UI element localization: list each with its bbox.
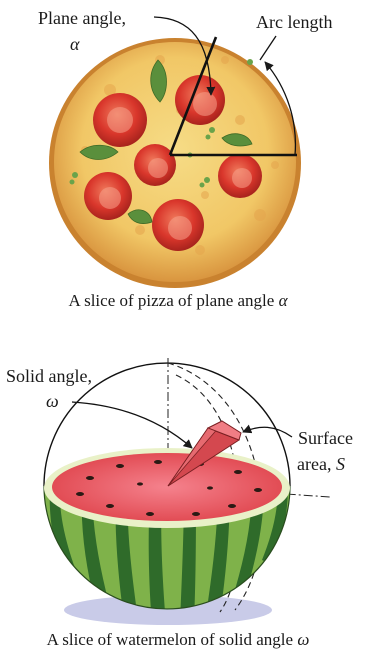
melon-flesh xyxy=(52,453,282,521)
caption-pizza-symbol: α xyxy=(279,291,289,310)
tomato-slice xyxy=(93,93,147,147)
label-area-text: area, xyxy=(297,454,336,474)
tomato-slice xyxy=(175,75,225,125)
caption-watermelon: A slice of watermelon of solid angle ω xyxy=(47,630,310,649)
label-area-symbol: S xyxy=(336,454,345,474)
caption-pizza: A slice of pizza of plane angle α xyxy=(69,291,289,310)
tomato-slice xyxy=(134,144,176,186)
label-area: area, S xyxy=(297,454,345,474)
solid-angle-pointer xyxy=(72,402,192,448)
arc-length-pointer xyxy=(260,36,276,60)
caption-watermelon-text: A slice of watermelon of solid angle xyxy=(47,630,298,649)
label-plane-angle: Plane angle, xyxy=(38,8,126,28)
label-solid-angle: Solid angle, xyxy=(6,366,92,386)
surface-area-pointer xyxy=(243,427,292,437)
tomato-slice xyxy=(84,172,132,220)
label-omega: ω xyxy=(46,391,59,411)
pizza-illustration xyxy=(49,17,301,288)
tomato-slice xyxy=(218,154,262,198)
watermelon-illustration xyxy=(44,358,330,625)
label-arc-length: Arc length xyxy=(256,12,332,32)
caption-watermelon-symbol: ω xyxy=(297,630,309,649)
label-surface: Surface xyxy=(298,428,353,448)
caption-pizza-text: A slice of pizza of plane angle xyxy=(69,291,279,310)
tomato-slice xyxy=(152,199,204,251)
label-alpha: α xyxy=(70,34,80,54)
